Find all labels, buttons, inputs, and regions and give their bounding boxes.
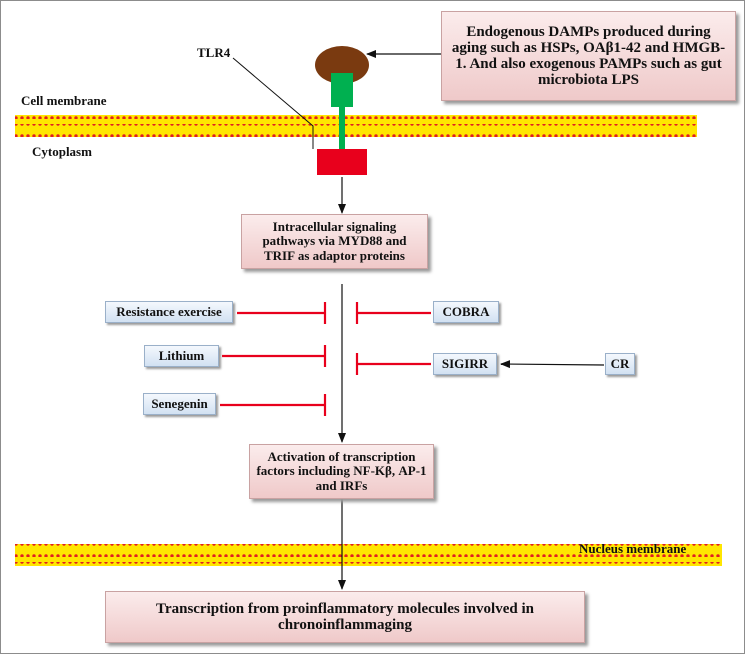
nucleus-membrane-label: Nucleus membrane (579, 541, 687, 556)
lithium-box: Lithium (144, 345, 219, 367)
transcription-box: Transcription from proinflammatory molec… (105, 591, 585, 643)
cobra-label: COBRA (442, 304, 490, 319)
transcription-factors-text: Activation of transcription factors incl… (256, 449, 427, 493)
damps-box: Endogenous DAMPs produced during aging s… (441, 11, 736, 101)
cr-box: CR (605, 353, 635, 375)
resistance-exercise-label: Resistance exercise (116, 304, 222, 319)
cobra-box: COBRA (433, 301, 499, 323)
tlr4-receptor (315, 46, 369, 175)
sigirr-box: SIGIRR (433, 353, 497, 375)
senegenin-label: Senegenin (151, 396, 208, 411)
tlr4-label: TLR4 (197, 45, 231, 60)
transcription-factors-box: Activation of transcription factors incl… (249, 444, 434, 499)
cell-membrane (15, 115, 697, 137)
sigirr-label: SIGIRR (441, 356, 489, 371)
lithium-label: Lithium (158, 348, 205, 363)
resistance-exercise-box: Resistance exercise (105, 301, 233, 323)
nucleus-membrane (15, 544, 722, 566)
cr-label: CR (610, 356, 630, 371)
damps-text: Endogenous DAMPs produced during aging s… (451, 23, 726, 89)
signaling-text: Intracellular signaling pathways via MYD… (262, 219, 407, 263)
cell-membrane-label: Cell membrane (21, 93, 107, 108)
tlr4-leader-line (232, 57, 314, 149)
cr-to-sigirr-arrow (500, 360, 605, 369)
cytoplasm-label: Cytoplasm (32, 144, 92, 159)
inhibition-lines (220, 302, 431, 416)
senegenin-box: Senegenin (143, 393, 216, 415)
signaling-box: Intracellular signaling pathways via MYD… (241, 214, 428, 269)
transcription-text: Transcription from proinflammatory molec… (156, 600, 534, 633)
